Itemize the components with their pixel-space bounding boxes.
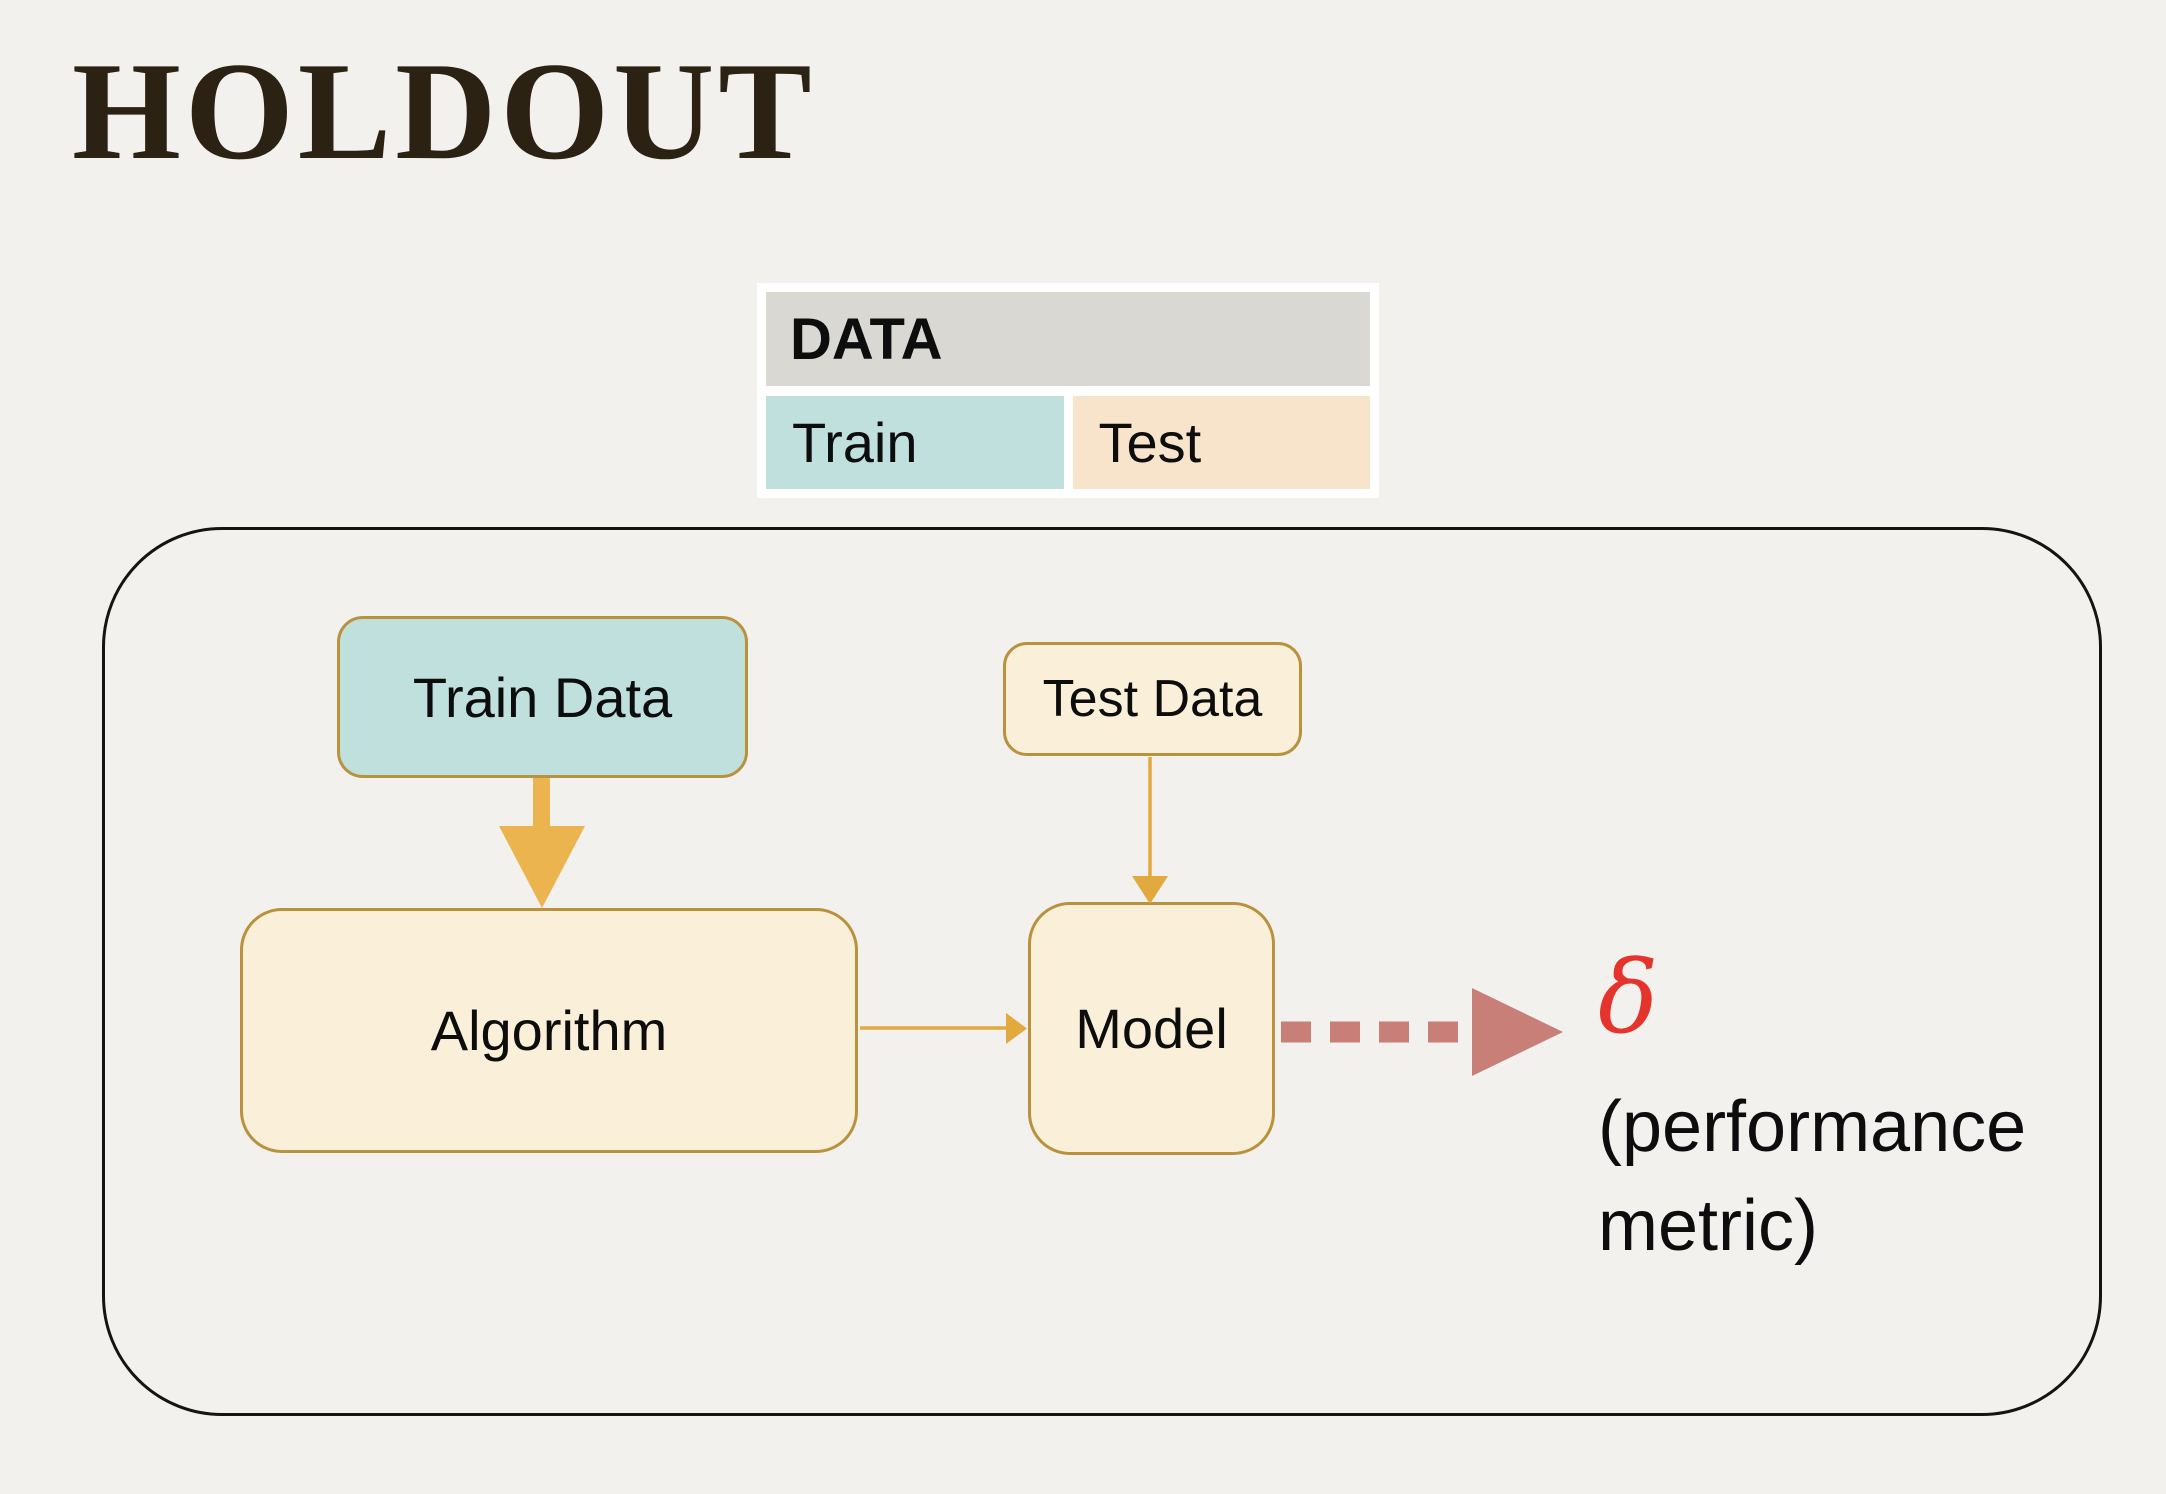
holdout-flow-container	[102, 527, 2102, 1416]
algorithm-label: Algorithm	[430, 999, 668, 1062]
data-table-header-label: DATA	[790, 306, 943, 372]
data-table-header: DATA	[766, 292, 1370, 386]
performance-metric-caption: (performance metric)	[1598, 1087, 2027, 1267]
page-title: HOLDOUT	[72, 34, 816, 189]
test-data-label: Test Data	[1042, 670, 1263, 728]
model-box: Model	[1028, 902, 1275, 1155]
data-table-row: Train Test	[766, 396, 1370, 489]
train-data-label: Train Data	[412, 665, 673, 729]
delta-symbol: δ	[1598, 939, 1659, 1056]
test-cell: Test	[1072, 396, 1370, 489]
train-cell: Train	[766, 396, 1064, 489]
test-data-box: Test Data	[1003, 642, 1302, 756]
test-cell-label: Test	[1098, 411, 1202, 474]
algorithm-box: Algorithm	[240, 908, 858, 1153]
model-label: Model	[1075, 997, 1228, 1060]
train-cell-label: Train	[792, 411, 918, 474]
train-data-box: Train Data	[337, 616, 748, 778]
data-split-table: DATA Train Test	[757, 283, 1379, 498]
